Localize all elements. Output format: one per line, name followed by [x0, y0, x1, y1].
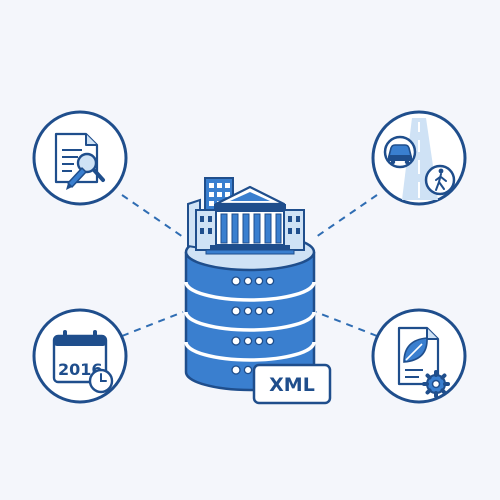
government-building-icon: [187, 177, 305, 255]
document-search-icon: [54, 132, 105, 190]
road-traffic-node: [371, 110, 467, 206]
eco-document-gear-icon: [397, 326, 450, 398]
calendar-node: 2016: [32, 308, 128, 404]
database-divider: [184, 281, 316, 302]
xml-label: XML: [269, 374, 315, 396]
xml-badge: XML: [252, 363, 332, 405]
database-divider: [184, 341, 316, 362]
connectors: [121, 194, 378, 337]
status-dots: [231, 276, 275, 375]
document-search-node: [32, 110, 128, 206]
calendar-clock-icon: 2016: [52, 330, 114, 394]
eco-document-node: [371, 308, 467, 404]
database-divider: [184, 311, 316, 332]
connector-top-left: [121, 194, 184, 238]
connector-bottom-right: [315, 311, 378, 337]
connector-bottom-left: [121, 311, 184, 337]
gear-icon: [422, 370, 450, 398]
connector-top-right: [315, 194, 378, 238]
road-traffic-icon: [383, 118, 456, 200]
